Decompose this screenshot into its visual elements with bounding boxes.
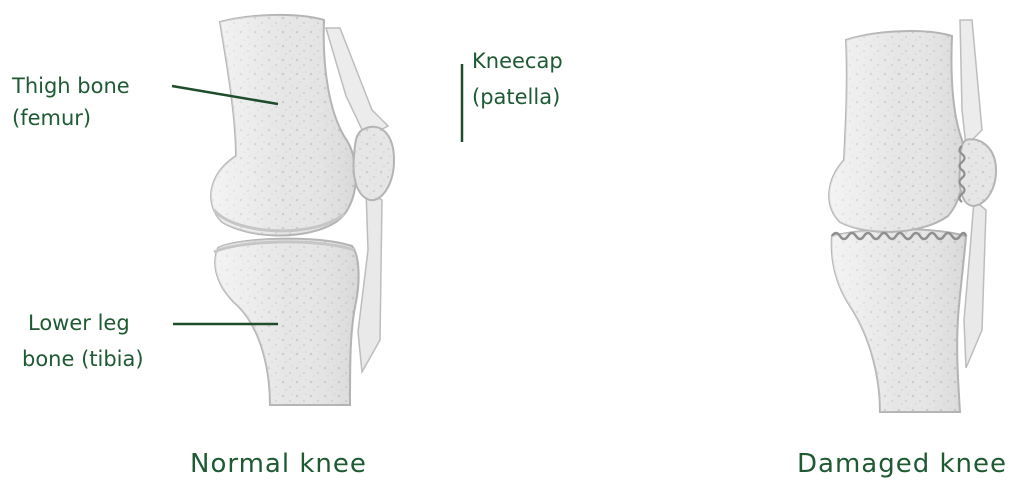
femur-label-line2: (femur)	[12, 103, 91, 134]
damaged-knee-caption: Damaged knee	[797, 449, 1007, 479]
kneecap-label-line1: Kneecap	[472, 46, 563, 77]
normal-patella-bone	[354, 127, 394, 200]
damaged-knee-illustration	[829, 20, 996, 412]
damaged-patellar-tendon	[964, 200, 986, 368]
normal-knee-illustration	[211, 15, 394, 405]
kneecap-label-line2: (patella)	[472, 82, 560, 113]
damaged-quad-tendon	[960, 20, 982, 146]
tibia-label-line2: bone (tibia)	[22, 344, 144, 375]
normal-patellar-tendon	[358, 190, 382, 372]
tibia-label-line1: Lower leg	[28, 308, 130, 339]
femur-label-line1: Thigh bone	[12, 71, 130, 102]
normal-knee-caption: Normal knee	[190, 449, 367, 479]
